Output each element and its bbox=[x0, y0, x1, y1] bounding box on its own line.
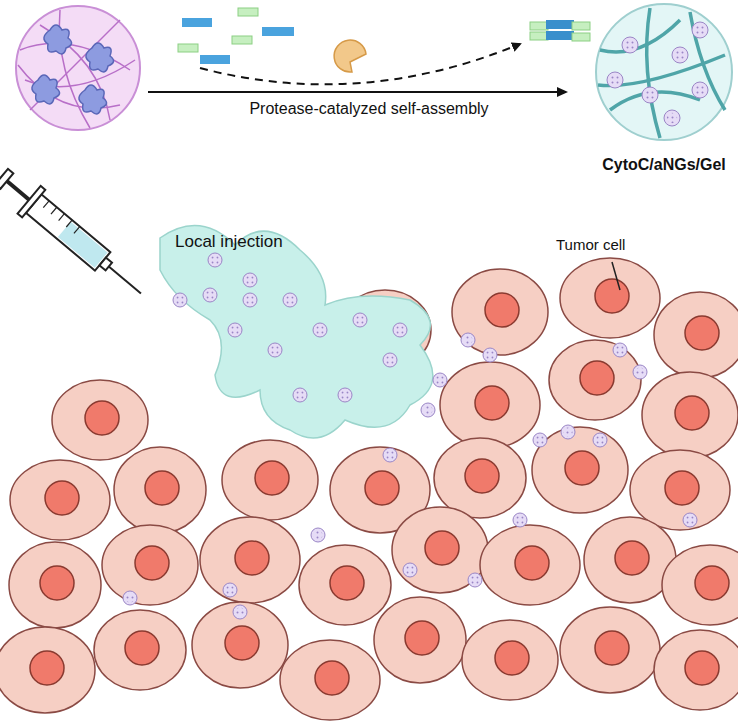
label: Protease-catalyzed self-assembly bbox=[249, 100, 488, 118]
nanogel bbox=[243, 273, 257, 287]
tumor-cell bbox=[200, 517, 300, 603]
nanogel bbox=[561, 425, 575, 439]
nanogel bbox=[228, 323, 242, 337]
nanogel bbox=[433, 373, 447, 387]
tumor-cell bbox=[560, 258, 660, 338]
tumor-cell bbox=[654, 630, 738, 710]
protease-enzyme bbox=[334, 40, 366, 72]
assembled-peptides bbox=[530, 20, 590, 41]
nanogel bbox=[664, 110, 680, 126]
nanogel bbox=[461, 333, 475, 347]
nanogel bbox=[383, 448, 397, 462]
tumor-cell bbox=[374, 597, 466, 683]
tumor-cell bbox=[222, 440, 318, 520]
nanogel bbox=[268, 343, 282, 357]
tumor-cell bbox=[662, 545, 738, 625]
nanogel bbox=[293, 388, 307, 402]
tumor-cell bbox=[392, 507, 488, 593]
nanogel bbox=[642, 87, 658, 103]
nanogel bbox=[421, 403, 435, 417]
tumor-cell bbox=[114, 447, 206, 533]
tumor-cell bbox=[642, 372, 738, 458]
tumor-cell bbox=[462, 620, 558, 700]
tumor-cell bbox=[192, 602, 288, 688]
nanogel bbox=[593, 433, 607, 447]
nanogel bbox=[468, 573, 482, 587]
tumor-cell bbox=[10, 460, 110, 540]
nanogel bbox=[243, 293, 257, 307]
nanogel bbox=[313, 323, 327, 337]
tumor-cell bbox=[654, 292, 738, 378]
peptide-monomers bbox=[178, 8, 294, 64]
nanogel bbox=[633, 365, 647, 379]
tumor-cell bbox=[94, 610, 186, 690]
tumor-cell bbox=[452, 269, 548, 355]
nanogel bbox=[533, 433, 547, 447]
nanogel bbox=[683, 513, 697, 527]
tumor-cell bbox=[480, 525, 580, 605]
tumor-cell bbox=[299, 545, 391, 625]
nanogel bbox=[173, 293, 187, 307]
nanogel bbox=[672, 47, 688, 63]
tumor-cell bbox=[560, 607, 660, 693]
leader-line bbox=[612, 262, 620, 290]
label: Local injection bbox=[175, 232, 283, 252]
label: Tumor cell bbox=[556, 236, 625, 253]
tumor-cell bbox=[52, 380, 148, 460]
nanogel bbox=[513, 513, 527, 527]
nanogel bbox=[622, 37, 638, 53]
nanogels bbox=[123, 253, 697, 619]
nanogel bbox=[123, 591, 137, 605]
nanogel bbox=[208, 253, 222, 267]
nanogel-sphere bbox=[16, 6, 140, 130]
tumor-cell bbox=[532, 427, 628, 513]
tumor-cell bbox=[630, 450, 730, 530]
tumor-cell bbox=[440, 362, 540, 448]
nanogel bbox=[483, 348, 497, 362]
tumor-cell bbox=[434, 438, 526, 518]
nanogel bbox=[403, 563, 417, 577]
nanogel bbox=[383, 353, 397, 367]
tumor-cell bbox=[280, 640, 380, 720]
hydrogel-sphere bbox=[596, 4, 732, 140]
label: CytoC/aNGs/Gel bbox=[602, 156, 726, 174]
syringe bbox=[0, 163, 153, 308]
gel-depot bbox=[160, 226, 433, 438]
nanogel bbox=[338, 388, 352, 402]
nanogel bbox=[613, 343, 627, 357]
nanogel bbox=[393, 323, 407, 337]
nanogel bbox=[692, 82, 708, 98]
nanogel bbox=[353, 313, 367, 327]
tumor-cell bbox=[549, 340, 641, 420]
tumor-cell bbox=[102, 525, 198, 605]
tumor-cell bbox=[9, 542, 101, 628]
reaction-arrow bbox=[148, 91, 566, 93]
nanogel bbox=[607, 72, 623, 88]
nanogel bbox=[223, 583, 237, 597]
nanogel bbox=[311, 528, 325, 542]
nanogel bbox=[203, 288, 217, 302]
nanogel bbox=[283, 293, 297, 307]
tumor-cell bbox=[0, 627, 95, 713]
nanogel bbox=[692, 22, 708, 38]
nanogel bbox=[233, 605, 247, 619]
